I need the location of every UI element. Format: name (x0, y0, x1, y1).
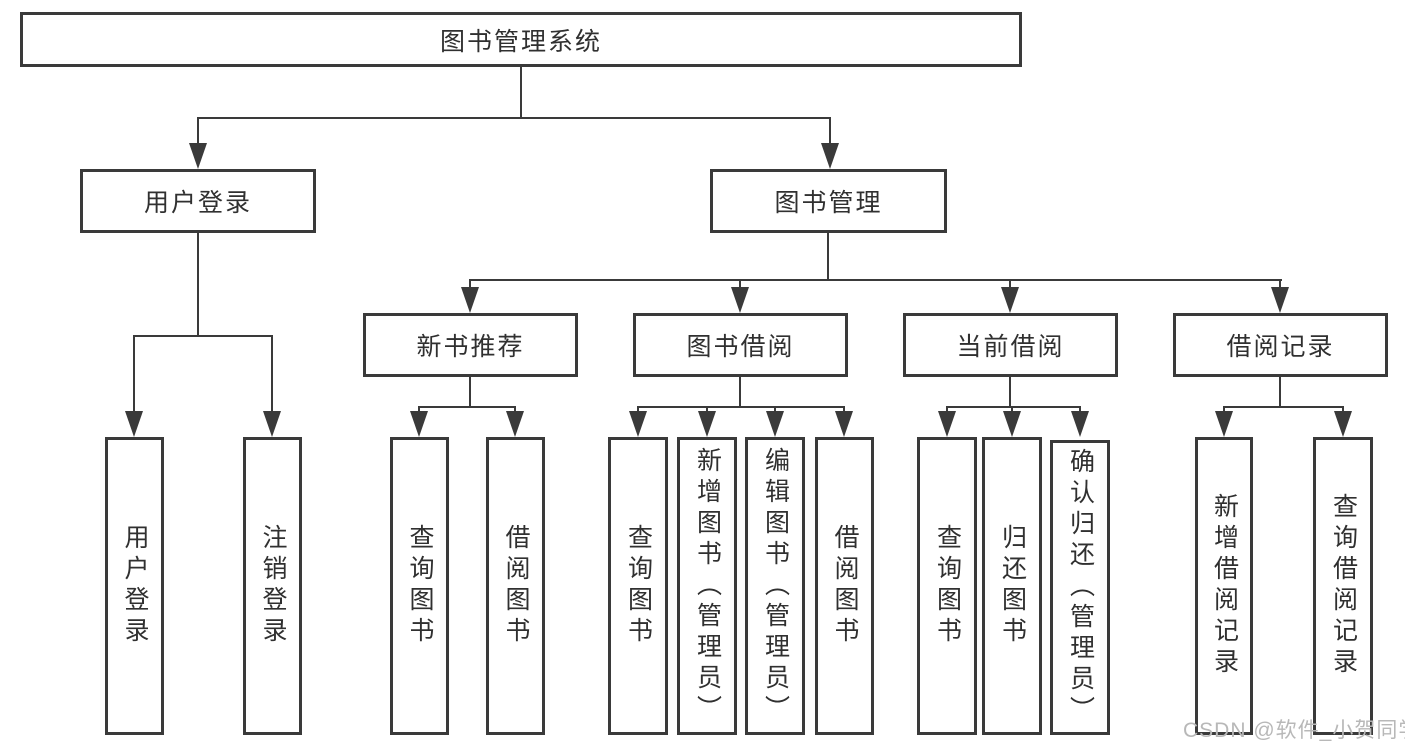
connector-line (1009, 377, 1011, 406)
node-label: 借阅图书 (502, 524, 530, 648)
connector-line (133, 335, 273, 337)
arrowhead (938, 411, 956, 437)
arrowhead (125, 411, 143, 437)
watermark-text: CSDN @软件_小贺同学 (1183, 719, 1405, 742)
node-label: 当前借阅 (956, 333, 1065, 361)
node-label: 确认归还（管理员） (1066, 448, 1095, 727)
connector-line (739, 279, 741, 287)
node-borrowing-records: 借阅记录 (1173, 313, 1388, 377)
node-label: 图书管理系统 (439, 27, 602, 56)
arrowhead (1215, 411, 1233, 437)
connector-line (1342, 406, 1344, 411)
connector-line (1279, 279, 1281, 287)
connector-line (1009, 279, 1011, 287)
connector-line (197, 117, 831, 119)
arrowhead (461, 287, 479, 313)
arrowhead (1003, 411, 1021, 437)
leaf-borrow-books-borrowing: 借阅图书 (815, 437, 874, 735)
leaf-user-login: 用户登录 (105, 437, 164, 735)
node-label: 查询借阅记录 (1329, 493, 1358, 679)
arrowhead (698, 411, 716, 437)
connector-line (1279, 377, 1281, 406)
connector-line (469, 279, 471, 287)
arrowhead (766, 411, 784, 437)
arrowhead (1001, 287, 1019, 313)
connector-line (271, 335, 273, 411)
arrowhead (1271, 287, 1289, 313)
node-label: 归还图书 (998, 524, 1027, 648)
leaf-query-borrow-record: 查询借阅记录 (1313, 437, 1373, 735)
node-label: 查询图书 (624, 524, 653, 648)
connector-line (946, 406, 948, 411)
connector-line (514, 406, 516, 411)
node-label: 新书推荐 (416, 333, 525, 361)
leaf-query-books-current: 查询图书 (917, 437, 977, 735)
leaf-confirm-return-admin: 确认归还（管理员） (1050, 440, 1110, 735)
node-library-system: 图书管理系统 (20, 12, 1022, 67)
node-label: 注销登录 (259, 524, 287, 648)
arrowhead (629, 411, 647, 437)
arrowhead (506, 411, 524, 437)
node-new-book-recommend: 新书推荐 (363, 313, 578, 377)
connector-line (418, 406, 516, 408)
node-label: 图书借阅 (686, 333, 795, 361)
node-label: 图书管理 (774, 189, 883, 217)
node-label: 查询图书 (406, 524, 434, 648)
connector-line (843, 406, 845, 411)
connector-line (520, 67, 522, 117)
node-label: 编辑图书（管理员） (761, 446, 790, 726)
node-book-borrowing: 图书借阅 (633, 313, 848, 377)
leaf-query-books-recommend: 查询图书 (390, 437, 449, 735)
connector-line (418, 406, 420, 411)
leaf-add-borrow-record: 新增借阅记录 (1195, 437, 1253, 735)
leaf-query-books-borrowing: 查询图书 (608, 437, 668, 735)
connector-line (706, 406, 708, 411)
arrowhead (1334, 411, 1352, 437)
node-book-management: 图书管理 (710, 169, 947, 233)
connector-line (1079, 406, 1081, 411)
node-label: 新增图书（管理员） (693, 446, 722, 726)
node-label: 新增借阅记录 (1210, 493, 1239, 679)
connector-line (637, 406, 639, 411)
connector-line (637, 406, 845, 408)
connector-line (197, 233, 199, 335)
connector-line (469, 377, 471, 406)
arrowhead (263, 411, 281, 437)
arrowhead (1071, 411, 1089, 437)
connector-line (774, 406, 776, 411)
connector-line (197, 117, 199, 143)
connector-line (829, 117, 831, 143)
node-label: 查询图书 (933, 524, 962, 648)
arrowhead (410, 411, 428, 437)
arrowhead (189, 143, 207, 169)
node-user-login: 用户登录 (80, 169, 316, 233)
arrowhead (835, 411, 853, 437)
node-label: 借阅图书 (831, 524, 859, 648)
node-label: 用户登录 (143, 189, 252, 217)
arrowhead (731, 287, 749, 313)
arrowhead (821, 143, 839, 169)
leaf-add-books-admin: 新增图书（管理员） (677, 437, 737, 735)
leaf-borrow-books-recommend: 借阅图书 (486, 437, 545, 735)
leaf-return-books: 归还图书 (982, 437, 1042, 735)
connector-line (739, 377, 741, 406)
connector-line (946, 406, 1081, 408)
leaf-edit-books-admin: 编辑图书（管理员） (745, 437, 805, 735)
node-label: 用户登录 (121, 524, 149, 648)
connector-line (1223, 406, 1225, 411)
connector-line (1011, 406, 1013, 411)
connector-line (133, 335, 135, 411)
connector-line (827, 233, 829, 279)
leaf-logout: 注销登录 (243, 437, 302, 735)
connector-line (469, 279, 1282, 281)
node-label: 借阅记录 (1226, 333, 1335, 361)
node-current-borrowing: 当前借阅 (903, 313, 1118, 377)
connector-line (1223, 406, 1344, 408)
